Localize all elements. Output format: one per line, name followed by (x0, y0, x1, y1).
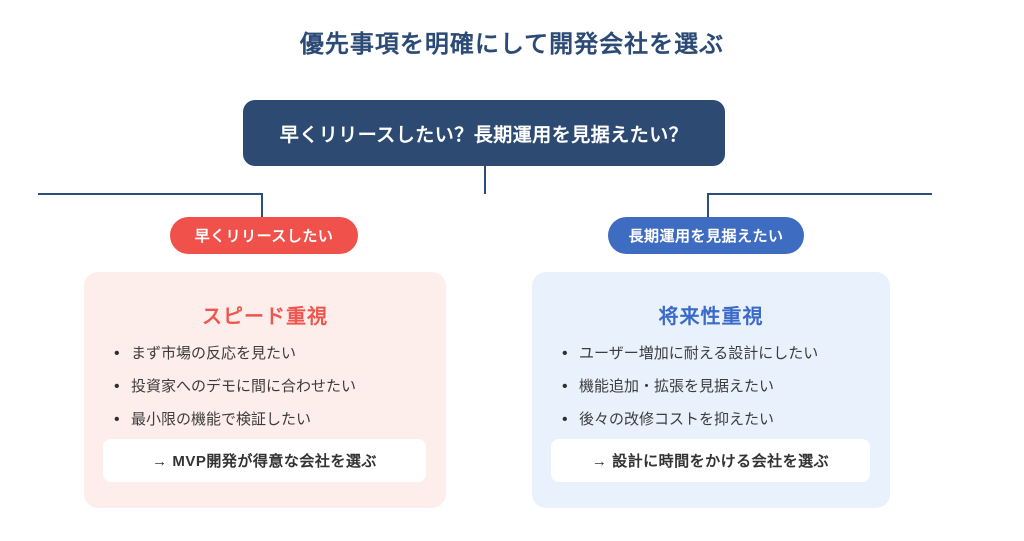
connector-right-vertical-line (707, 193, 709, 219)
card-speed-priority: スピード重視 まず市場の反応を見たい 投資家へのデモに間に合わせたい 最小限の機… (84, 272, 446, 508)
question-box-label: 早くリリースしたい？長期運用を見据えたい？ (279, 124, 689, 146)
list-item: 後々の改修コストを抑えたい (562, 410, 878, 429)
card-future-action-label: → 設計に時間をかける会社を選ぶ (591, 453, 830, 470)
list-item: 投資家へのデモに間に合わせたい (114, 377, 434, 396)
card-speed-action-label: → MVP開発が得意な会社を選ぶ (152, 453, 377, 470)
connector-left-vertical-line (261, 193, 263, 219)
connector-right-horizontal-line (707, 193, 932, 195)
list-item: ユーザー増加に耐える設計にしたい (562, 344, 878, 363)
question-box: 早くリリースしたい？長期運用を見据えたい？ (243, 100, 725, 166)
card-future-priority: 将来性重視 ユーザー増加に耐える設計にしたい 機能追加・拡張を見据えたい 後々の… (532, 272, 890, 508)
card-speed-action-box: → MVP開発が得意な会社を選ぶ (103, 439, 426, 482)
card-future-bullet-list: ユーザー増加に耐える設計にしたい 機能追加・拡張を見据えたい 後々の改修コストを… (532, 344, 890, 429)
pill-longterm-operation-label: 長期運用を見据えたい (628, 228, 784, 245)
card-future-action-box: → 設計に時間をかける会社を選ぶ (551, 439, 870, 482)
page-title: 優先事項を明確にして開発会社を選ぶ (299, 31, 725, 58)
card-future-title: 将来性重視 (658, 306, 764, 328)
card-speed-bullet-list: まず市場の反応を見たい 投資家へのデモに間に合わせたい 最小限の機能で検証したい (84, 344, 446, 429)
list-item: 機能追加・拡張を見据えたい (562, 377, 878, 396)
pill-release-fast: 早くリリースしたい (170, 217, 358, 254)
list-item: まず市場の反応を見たい (114, 344, 434, 363)
card-speed-title: スピード重視 (202, 306, 328, 328)
connector-center-vertical-line (484, 166, 486, 194)
pill-release-fast-label: 早くリリースしたい (194, 228, 334, 245)
pill-longterm-operation: 長期運用を見据えたい (608, 217, 804, 254)
connector-left-horizontal-line (38, 193, 263, 195)
list-item: 最小限の機能で検証したい (114, 410, 434, 429)
